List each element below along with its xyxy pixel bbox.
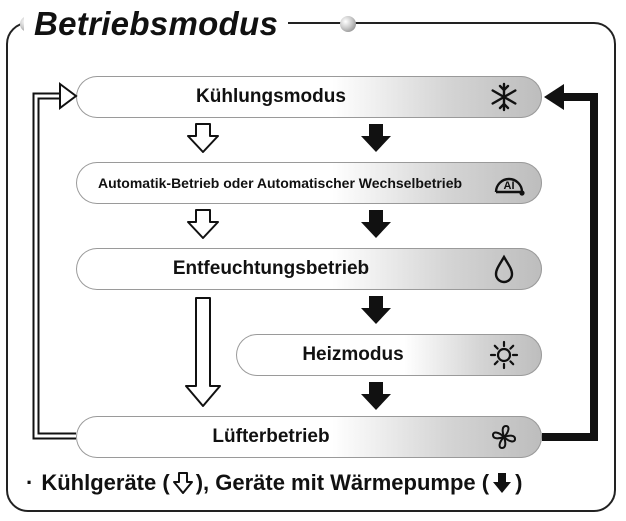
filled-arrow-heat-to-fan <box>361 382 391 410</box>
hollow-arrow-dry-to-fan <box>185 297 221 407</box>
hollow-arrow-cool-to-auto <box>187 123 219 153</box>
mode-fan-label: Lüfterbetrieb <box>212 426 330 447</box>
diagram-title: Betriebsmodus <box>34 5 279 42</box>
legend-filled-arrow-icon <box>493 473 512 493</box>
legend-text-cooling: Kühlgeräte ( <box>41 470 170 495</box>
right-loop-arrowhead <box>544 84 564 110</box>
legend: · Kühlgeräte ( ), Geräte mit Wärmepumpe … <box>26 470 522 496</box>
left-loop-line <box>32 92 76 440</box>
legend-text-close: ) <box>515 470 523 495</box>
left-loop-arrowhead <box>59 82 78 110</box>
right-loop-line <box>542 93 598 441</box>
sun-icon <box>476 334 532 376</box>
mode-cooling-label: Kühlungsmodus <box>196 86 346 107</box>
mode-dry-label: Entfeuchtungsbetrieb <box>172 258 370 279</box>
legend-bullet: · <box>26 470 34 495</box>
mode-dry: Entfeuchtungsbetrieb <box>76 248 542 290</box>
legend-text-heatpump: ), Geräte mit Wärmepumpe ( <box>195 470 490 495</box>
mode-fan: Lüfterbetrieb <box>76 416 542 458</box>
fan-icon <box>476 416 532 458</box>
filled-arrow-dry-to-heat <box>361 296 391 324</box>
auto-ai-text: AI <box>504 180 515 192</box>
mode-auto-label: Automatik-Betrieb oder Automatischer Wec… <box>97 175 463 191</box>
snowflake-icon <box>476 76 532 118</box>
diagram-frame <box>6 22 616 512</box>
mode-heat: Heizmodus <box>236 334 542 376</box>
filled-arrow-auto-to-dry <box>361 210 391 238</box>
filled-arrow-cool-to-auto <box>361 124 391 152</box>
left-loop-line-inner <box>34 94 76 438</box>
mode-auto: Automatik-Betrieb oder Automatischer Wec… <box>76 162 542 204</box>
mode-heat-label: Heizmodus <box>302 344 404 365</box>
legend-hollow-arrow-icon <box>172 472 193 494</box>
title-bullet-right <box>340 16 356 32</box>
water-drop-icon <box>476 248 532 290</box>
title-container: Betriebsmodus <box>24 4 289 44</box>
auto-ai-icon: AI <box>484 162 534 204</box>
hollow-arrow-auto-to-dry <box>187 209 219 239</box>
mode-cooling: Kühlungsmodus <box>76 76 542 118</box>
